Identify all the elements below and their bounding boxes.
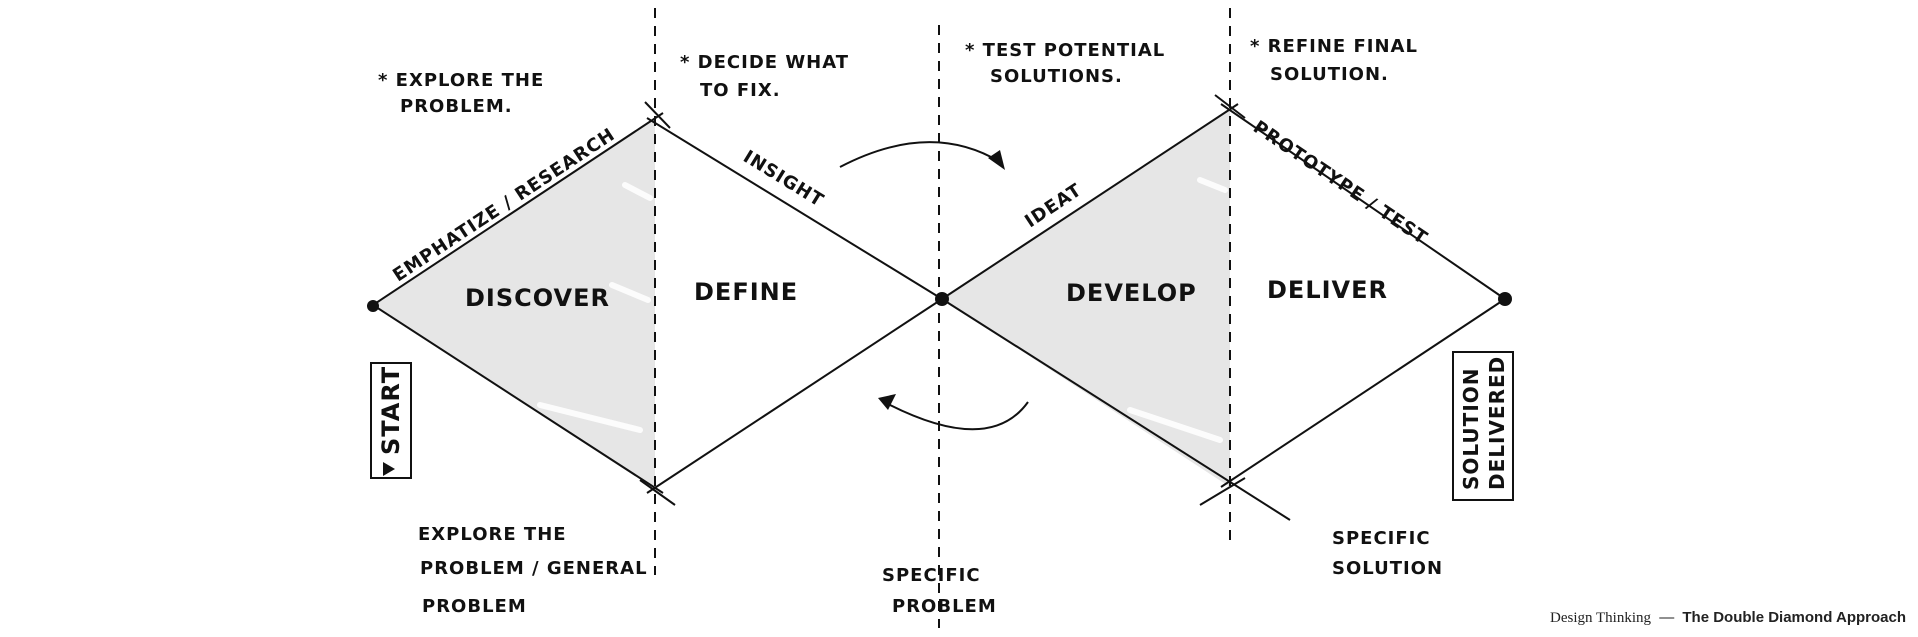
note-explore-line2: problem.: [400, 96, 513, 117]
caption-separator: —: [1659, 609, 1675, 626]
solution-label-line2: Delivered: [1485, 356, 1509, 490]
note-decide-line2: to fix.: [700, 80, 781, 101]
bottom-specific-problem-line1: Specific: [882, 565, 981, 586]
discover-shade: [373, 118, 655, 487]
note-decide-line1: * Decide what: [680, 52, 849, 73]
dashed-dividers: [654, 8, 1231, 628]
phase-discover: Discover: [465, 284, 610, 312]
note-refine-line2: solution.: [1270, 64, 1389, 85]
edge-label-prototype: Prototype / Test: [1249, 117, 1431, 249]
end-node: [1498, 292, 1512, 306]
caption-subtitle: The Double Diamond Approach: [1682, 609, 1906, 626]
bottom-general-line1: Explore the: [418, 524, 567, 545]
note-refine-line1: * Refine final: [1250, 36, 1418, 57]
note-test-line2: solutions.: [990, 66, 1123, 87]
bottom-general-line3: problem: [422, 596, 527, 617]
note-explore-line1: * Explore the: [378, 70, 544, 91]
start-box: [370, 362, 412, 479]
back-arrow: [889, 401, 1029, 431]
bottom-specific-problem-line2: problem: [892, 596, 997, 617]
phase-deliver: Deliver: [1267, 276, 1388, 304]
start-label: Start: [377, 366, 405, 455]
bottom-specific-solution-line1: Specific: [1332, 528, 1431, 549]
shade-highlights: [537, 177, 1228, 443]
diamond-outlines: [372, 103, 1506, 521]
intersection-ticks: [639, 94, 1246, 506]
solution-label-line1: Solution: [1459, 367, 1483, 490]
figure-caption: Design Thinking — The Double Diamond App…: [1550, 609, 1906, 627]
forward-arrow: [839, 141, 1001, 168]
start-play-icon: [383, 462, 395, 476]
forward-arrowhead-icon: [988, 150, 1005, 170]
note-test-line1: * Test potential: [965, 40, 1165, 61]
bottom-specific-solution-line2: solution: [1332, 558, 1443, 579]
center-node: [935, 292, 949, 306]
start-node: [367, 300, 379, 312]
develop-shade: [942, 110, 1230, 487]
caption-title: Design Thinking: [1550, 610, 1652, 626]
phase-define: Define: [694, 278, 798, 306]
phase-develop: Develop: [1066, 279, 1197, 307]
bottom-general-line2: problem / general: [420, 558, 648, 579]
solution-box: [1452, 351, 1514, 501]
back-arrowhead-icon: [878, 394, 896, 410]
